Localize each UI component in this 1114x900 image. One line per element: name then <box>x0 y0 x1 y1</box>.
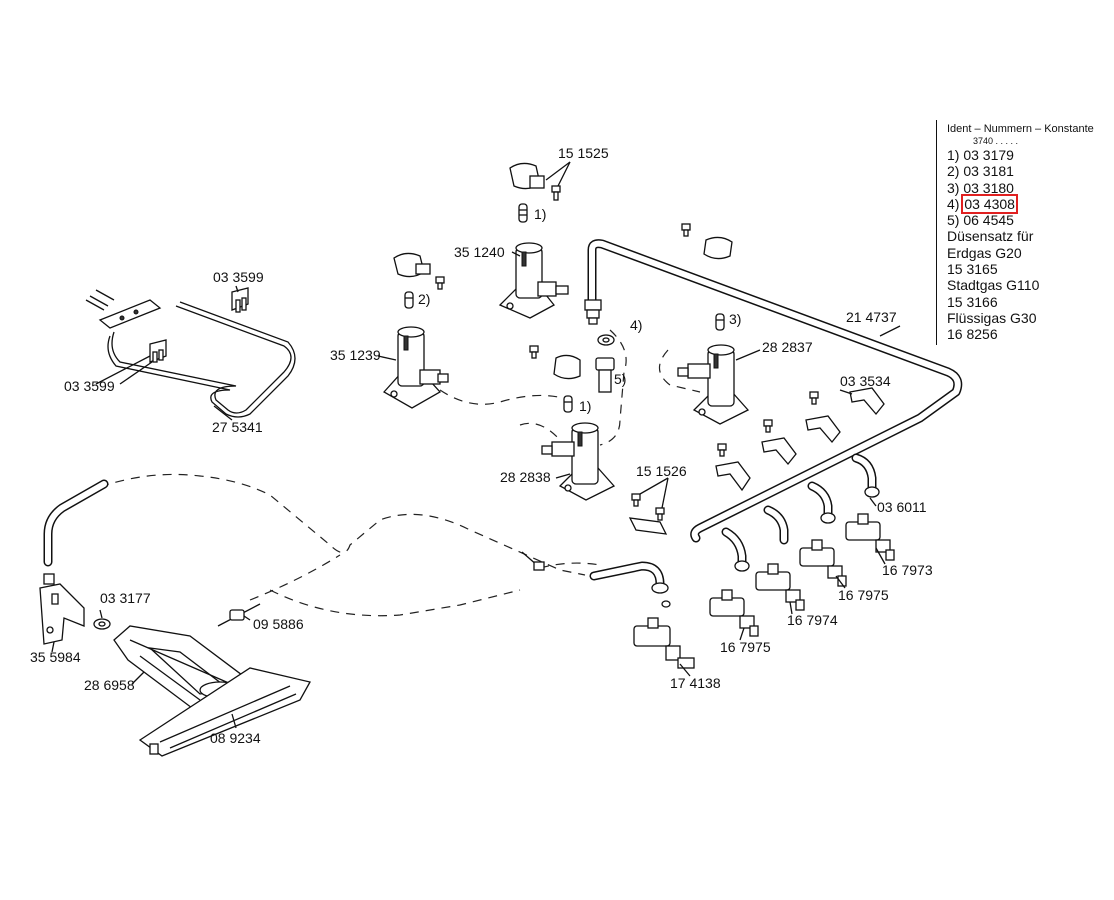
part-bent-pipe-lower <box>589 561 671 608</box>
legend-variant-4: 4) 03 4308 <box>947 193 1114 214</box>
legend-nozzle-gas-stadtgas: Stadtgas G110 <box>947 277 1040 294</box>
legend-nozzle-number-fluessiggas: 16 8256 <box>947 326 998 343</box>
legend-variant-5: 5) 06 4545 <box>947 212 1114 228</box>
label-03-3534: 03 3534 <box>840 373 891 389</box>
label-21-4737: 21 4737 <box>846 309 897 325</box>
part-03-3534-brackets <box>628 387 885 535</box>
label-03-3599-lower: 03 3599 <box>64 378 115 394</box>
dashed-connection-lines <box>99 329 701 617</box>
label-28-2838: 28 2838 <box>500 469 551 485</box>
gas-manifold-tube <box>584 239 963 572</box>
ident-number-legend: Ident – Nummern – Konstante 3740 . . . .… <box>936 120 1114 345</box>
label-03-3177: 03 3177 <box>100 590 151 606</box>
marker-4: 4) <box>630 317 642 333</box>
legend-variant-number: 03 3180 <box>963 179 1014 196</box>
legend-variant-number-highlighted: 03 4308 <box>961 193 1018 214</box>
legend-variant-number: 03 3179 <box>963 147 1014 163</box>
part-35-5984-bracket <box>39 583 85 645</box>
label-09-5886: 09 5886 <box>253 616 304 632</box>
legend-nozzle-number-erdgas: 15 3165 <box>947 261 998 278</box>
part-17-4138-tap <box>633 617 695 669</box>
label-35-1240: 35 1240 <box>454 244 505 260</box>
label-15-1525: 15 1525 <box>558 145 609 161</box>
marker-1-top: 1) <box>534 206 546 222</box>
label-15-1526: 15 1526 <box>636 463 687 479</box>
part-28-2837-valve <box>677 344 750 425</box>
legend-variant-3: 3) 03 3180 <box>947 180 1114 196</box>
label-16-7974: 16 7974 <box>787 612 838 628</box>
label-03-3599-upper: 03 3599 <box>213 269 264 285</box>
legend-variant-index: 4) <box>947 195 960 212</box>
label-35-5984: 35 5984 <box>30 649 81 665</box>
leader-lines <box>51 251 901 729</box>
part-28-2838-valve <box>541 422 616 501</box>
part-27-5341-heating-element <box>85 289 296 418</box>
marker-5: 5) <box>614 371 626 387</box>
legend-variant-index: 5) <box>947 212 960 229</box>
part-08-9234-grill-element <box>138 667 311 757</box>
legend-variant-2: 2) 03 3181 <box>947 163 1114 179</box>
label-16-7975-a: 16 7975 <box>838 587 889 603</box>
part-16-7975-tap-a <box>799 539 847 587</box>
label-28-6958: 28 6958 <box>84 677 135 693</box>
part-03-3599-clip-lower <box>149 339 167 363</box>
part-washer-4 <box>597 334 615 346</box>
label-03-6011: 03 6011 <box>877 499 927 515</box>
part-09-5886-electrode <box>217 603 261 627</box>
legend-variant-index: 2) <box>947 163 960 180</box>
legend-nozzle-gas-erdgas: Erdgas G20 <box>947 244 1022 261</box>
part-thermocouple-pipe <box>43 479 109 585</box>
legend-subheader: 3740 . . . . . <box>973 136 1019 146</box>
part-16-7974-tap <box>755 563 805 611</box>
legend-nozzle-gas-fluessiggas: Flüssigas G30 <box>947 309 1037 326</box>
marker-3: 3) <box>729 311 741 327</box>
part-15-1525-clip <box>509 161 571 223</box>
part-03-3599-clip-upper <box>231 287 249 313</box>
part-nozzle-3 <box>715 313 725 331</box>
part-number-labels: 15 1525 35 1240 35 1239 03 3599 03 3599 … <box>30 145 933 746</box>
part-35-1240-valve <box>498 242 569 319</box>
part-03-3177-nut <box>93 618 111 630</box>
legend-header: Ident – Nummern – Konstante <box>947 123 1094 135</box>
legend-variant-number: 06 4545 <box>963 212 1014 229</box>
part-35-1239-valve <box>382 326 449 409</box>
label-16-7975-b: 16 7975 <box>720 639 771 655</box>
part-16-7975-tap-b <box>709 589 759 637</box>
legend-variant-index: 3) <box>947 179 960 196</box>
label-08-9234: 08 9234 <box>210 730 261 746</box>
label-17-4138: 17 4138 <box>670 675 721 691</box>
part-union-5 <box>595 357 615 393</box>
part-nozzle-1b <box>563 395 573 413</box>
part-clip-2 <box>393 252 445 309</box>
part-screw-nozzle-lower <box>521 551 545 571</box>
label-35-1239: 35 1239 <box>330 347 381 363</box>
part-clip-left-middle <box>529 345 581 380</box>
legend-nozzle-number-stadtgas: 15 3166 <box>947 293 998 310</box>
part-16-7973-tap <box>845 513 895 561</box>
legend-variant-number: 03 3181 <box>963 163 1014 180</box>
label-28-2837: 28 2837 <box>762 339 813 355</box>
marker-2: 2) <box>418 291 430 307</box>
marker-1-middle: 1) <box>579 398 591 414</box>
legend-variant-1: 1) 03 3179 <box>947 147 1114 163</box>
legend-variant-index: 1) <box>947 147 960 163</box>
part-top-clip-right <box>681 223 733 260</box>
label-27-5341: 27 5341 <box>212 419 263 435</box>
label-16-7973: 16 7973 <box>882 562 933 578</box>
legend-nozzle-set-title: Düsensatz für <box>947 228 1034 245</box>
